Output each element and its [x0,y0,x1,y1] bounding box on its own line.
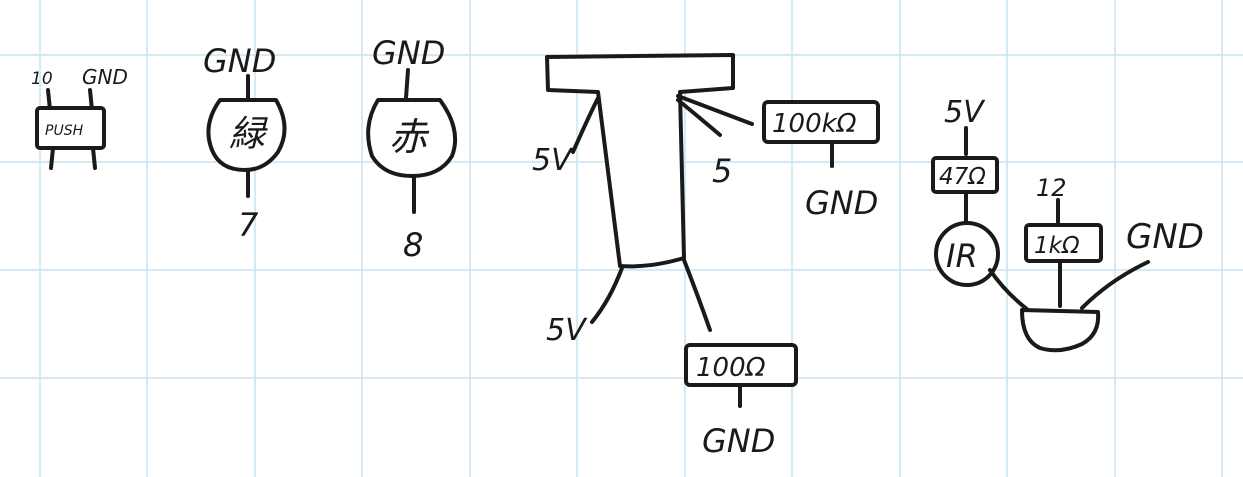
red-led-label: 赤 [389,115,430,159]
green-led-body [206,98,287,172]
pushbutton-label: PUSH [45,123,84,139]
transistor-left-lower-label: 5V [546,313,588,348]
ir-sensor-cluster: 5V 47Ω IR 12 1kΩ GND [931,95,1204,353]
pushbutton-lead-bottom-right [91,146,97,170]
transistor-lead-upper-left [571,96,600,154]
red-led-bottom-label: 8 [403,226,423,264]
transistor-lead-lower-right [682,258,712,332]
transistor-lead-lower-left [590,266,624,324]
red-led-top-label: GND [372,34,445,72]
red-led-lead-top [404,68,410,100]
ir-pin-label: 12 [1036,174,1067,202]
green-led-top-label: GND [203,42,276,80]
transistor-gnd-lower-label: GND [702,422,775,460]
ir-supply-label: 5V [944,95,986,130]
transistor-body [545,53,735,269]
transistor-left-upper-label: 5V [532,143,574,178]
transistor-gnd-upper-label: GND [805,184,878,222]
pushbutton-body [35,106,106,150]
resistor-1k-body [1024,223,1103,263]
ir-sensor-label: IR [946,237,978,275]
resistor-100-label: 100Ω [696,353,766,383]
red-led: GND 赤 8 [366,34,457,264]
green-led-bottom-label: 7 [238,206,259,244]
pushbutton-pin-left-label: 10 [31,69,53,89]
ir-gnd-label: GND [1126,217,1204,257]
green-led: GND 緑 7 [203,42,287,244]
ir-gnd-lead [1080,260,1150,310]
pushbutton-pin-right-label: GND [82,65,128,89]
transistor-right-upper-label: 5 [712,152,732,190]
transistor-lead-pin5 [676,98,722,137]
transistor-lead-to-resistor [676,94,754,126]
pushbutton-lead-bottom-left [49,146,55,170]
green-led-label: 緑 [229,114,268,155]
resistor-47-label: 47Ω [939,164,986,190]
resistor-100k-body [762,100,880,144]
ir-sensor-body [934,221,1000,287]
ir-sensor-lead [988,268,1030,312]
transistor: 5V 5 100kΩ GND 5V 100Ω GND [532,53,880,460]
ir-receiver-body [1020,308,1101,353]
pushbutton: 10 GND PUSH [31,65,128,170]
resistor-100k-label: 100kΩ [772,109,857,139]
resistor-1k-label: 1kΩ [1034,233,1080,259]
